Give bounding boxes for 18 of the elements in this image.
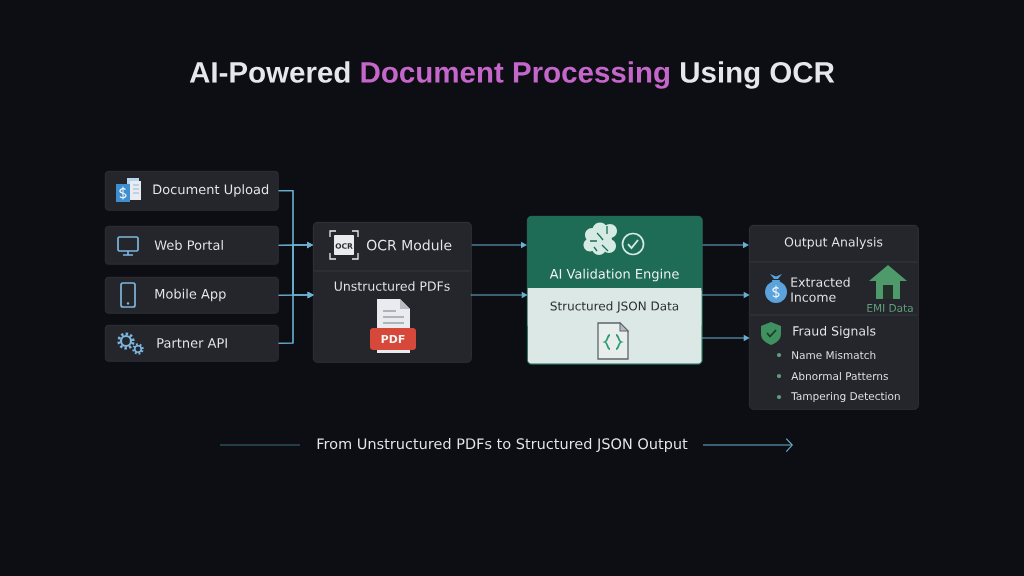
node-label: Unstructured PDFs [334, 281, 450, 291]
arrow [278, 291, 314, 344]
source-box: Partner API [105, 325, 279, 362]
node-label: Fraud Signals [793, 325, 876, 339]
source-box: Document Upload [105, 171, 279, 211]
node-label: Abnormal Patterns [791, 371, 888, 381]
panel-section: Fraud Signals Name Mismatch Abnormal Patterns Tampering Detection [749, 314, 918, 409]
node-label: Name Mismatch [792, 350, 876, 360]
source-box: Web Portal [105, 226, 279, 265]
panel-section: Unstructured PDFs PDF [313, 270, 471, 362]
node-label: Extracted Income [791, 277, 850, 302]
node-label: Tampering Detection [791, 391, 900, 403]
panel-section: Extracted Income EMI Data [749, 261, 918, 316]
title: AI-Powered Document Processing Using OCR [189, 61, 835, 89]
node-label: EMI Data [867, 304, 913, 312]
direction-label: From Unstructured PDFs to Structured JSON Output [317, 438, 688, 452]
source-box: Mobile App [105, 277, 279, 314]
panel-section: Structured JSON Data [527, 288, 702, 364]
